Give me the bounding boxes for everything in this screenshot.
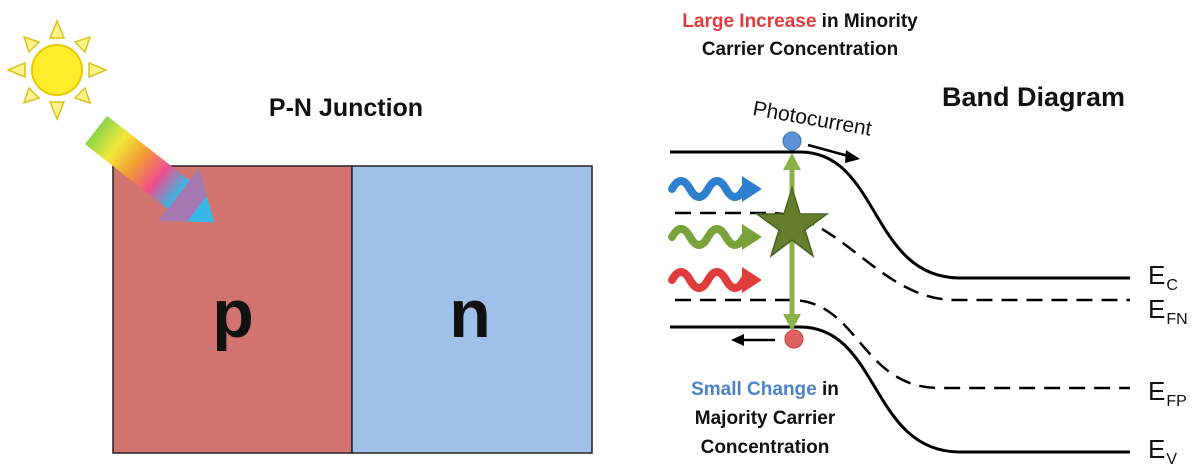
photon-wave-blue xyxy=(672,176,762,202)
ev-sub: V xyxy=(1166,451,1178,468)
photon-wave-red xyxy=(672,267,762,293)
ec-sub: C xyxy=(1166,277,1178,294)
majority-rest: in xyxy=(816,379,839,400)
majority-carrier-note: Small Change in Majority Carrier Concent… xyxy=(691,375,839,462)
photon-wave-green xyxy=(672,224,762,250)
majority-line2: Majority Carrier xyxy=(694,408,836,429)
majority-line3: Concentration xyxy=(700,437,830,458)
conduction-band-line xyxy=(670,150,1130,280)
minority-rest: in Minority xyxy=(816,11,918,32)
light-beam-arrow xyxy=(84,115,215,223)
minority-line2: Carrier Concentration xyxy=(701,39,899,60)
efp-sub: FP xyxy=(1166,393,1187,410)
p-region-label: p xyxy=(212,276,254,352)
efn-label: EFN xyxy=(1148,294,1188,328)
ev-main: E xyxy=(1148,434,1166,464)
minority-highlight: Large Increase xyxy=(682,11,817,32)
minority-carrier-note: Large Increase in Minority Carrier Conce… xyxy=(682,8,917,64)
n-region xyxy=(351,165,593,454)
ev-label: EV xyxy=(1148,434,1177,468)
hole-dot xyxy=(784,329,804,349)
ec-label: EC xyxy=(1148,260,1178,294)
majority-highlight: Small Change xyxy=(691,379,817,400)
hole-current-arrow xyxy=(731,334,775,346)
ec-main: E xyxy=(1148,260,1166,290)
valence-band-line xyxy=(670,325,1130,454)
efn-sub: FN xyxy=(1166,311,1188,328)
n-region-label: n xyxy=(449,276,491,352)
efp-label: EFP xyxy=(1148,376,1187,410)
electron-dot xyxy=(782,131,802,151)
hole-quasi-fermi-line xyxy=(675,298,1130,390)
sun-icon xyxy=(6,19,108,121)
p-region xyxy=(112,165,353,454)
efp-main: E xyxy=(1148,376,1166,406)
electron-current-arrow xyxy=(807,143,860,163)
band-diagram-title: Band Diagram xyxy=(942,82,1126,112)
excitation-star xyxy=(754,185,830,259)
efn-main: E xyxy=(1148,294,1166,324)
pn-junction-title: P-N Junction xyxy=(268,94,424,122)
